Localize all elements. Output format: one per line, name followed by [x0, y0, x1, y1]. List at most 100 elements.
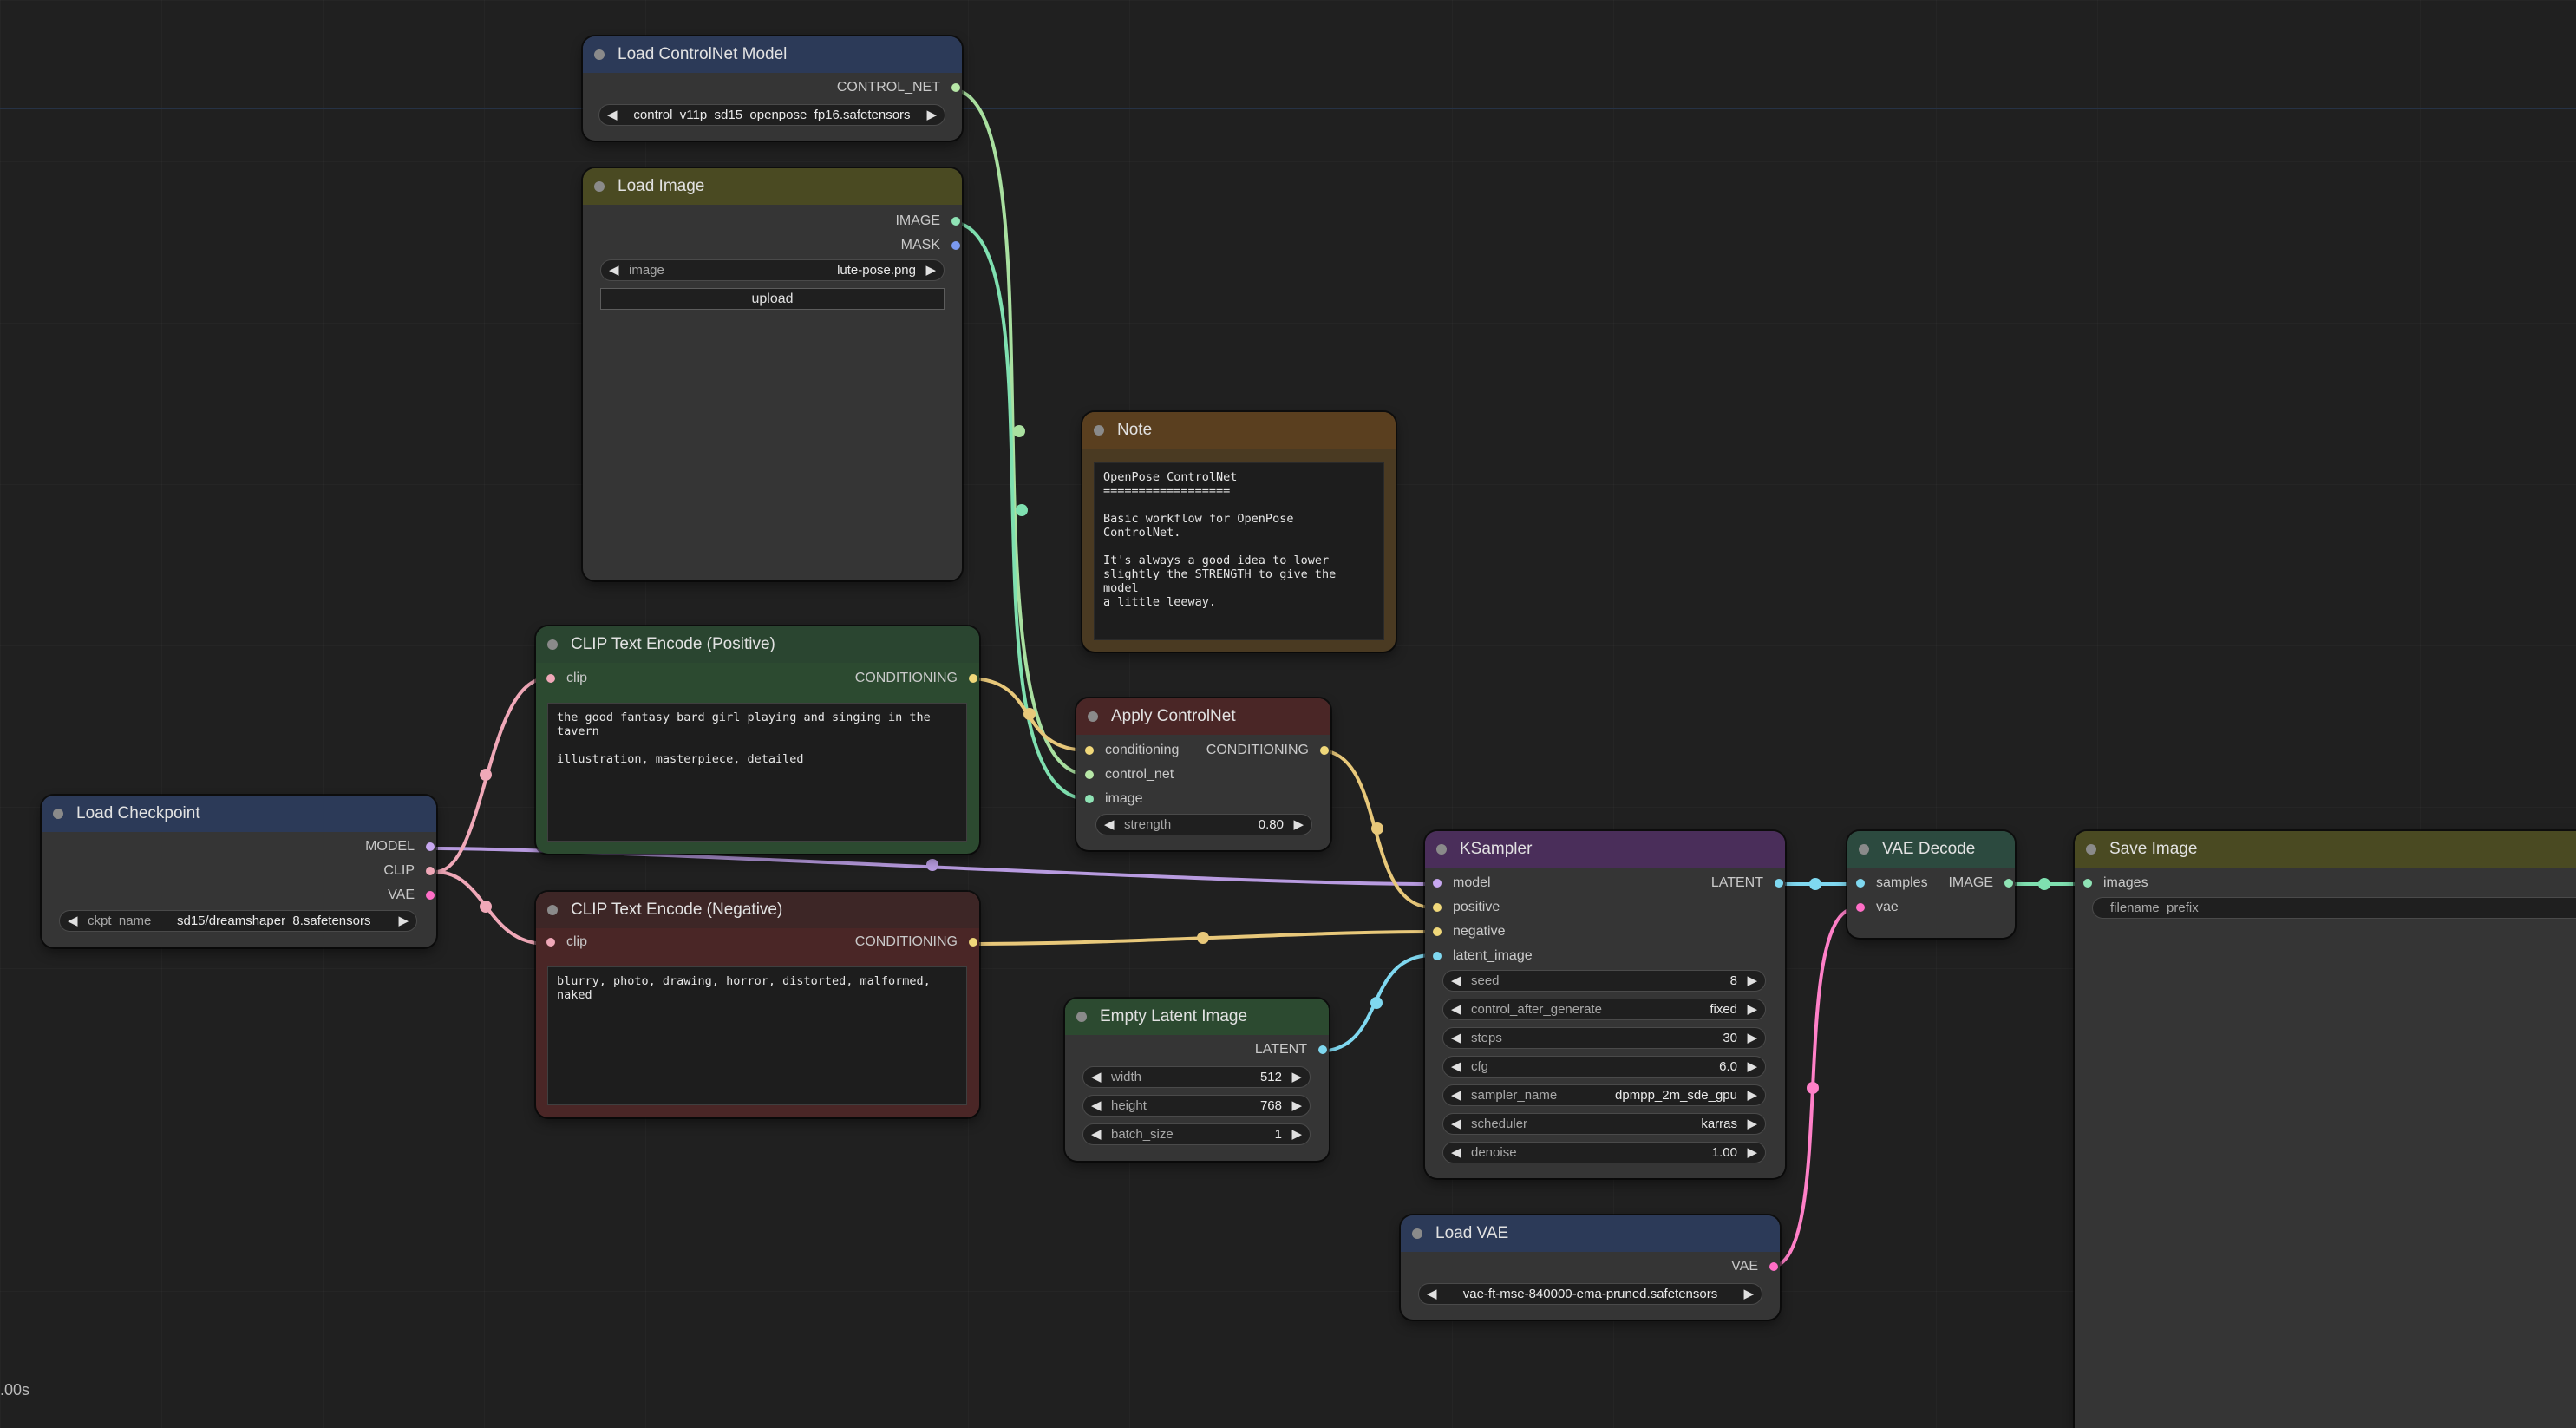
output-latent[interactable]: LATENT — [1255, 1042, 1329, 1058]
collapse-dot[interactable] — [53, 809, 63, 819]
node-load-controlnet[interactable]: Load ControlNet Model CONTROL_NET ◀ cont… — [583, 36, 962, 141]
arrow-left-icon[interactable]: ◀ — [1451, 973, 1461, 988]
height-widget[interactable]: ◀ height 768 ▶ — [1082, 1095, 1311, 1117]
output-latent[interactable]: LATENT — [1711, 875, 1785, 891]
arrow-left-icon[interactable]: ◀ — [1451, 1059, 1461, 1074]
arrow-left-icon[interactable]: ◀ — [609, 263, 619, 278]
output-conditioning[interactable]: CONDITIONING — [855, 934, 979, 950]
output-socket[interactable] — [969, 938, 977, 947]
ckpt-name-widget[interactable]: ◀ ckpt_name sd15/dreamshaper_8.safetenso… — [59, 910, 417, 932]
node-save-image[interactable]: Save Image images filename_prefix — [2075, 831, 2576, 1428]
arrow-left-icon[interactable]: ◀ — [1451, 1145, 1461, 1160]
collapse-dot[interactable] — [1412, 1228, 1422, 1239]
image-select-widget[interactable]: ◀ image lute-pose.png ▶ — [600, 259, 945, 281]
arrow-right-icon[interactable]: ▶ — [1293, 817, 1304, 832]
input-socket[interactable] — [1433, 903, 1442, 912]
node-ksampler[interactable]: KSampler model positive negative latent_… — [1425, 831, 1785, 1178]
input-socket[interactable] — [1433, 952, 1442, 960]
arrow-right-icon[interactable]: ▶ — [1747, 1002, 1757, 1017]
arrow-right-icon[interactable]: ▶ — [1743, 1287, 1754, 1301]
input-socket[interactable] — [1856, 879, 1865, 888]
output-image[interactable]: IMAGE — [1948, 875, 2015, 891]
output-socket[interactable] — [1320, 746, 1329, 755]
arrow-right-icon[interactable]: ▶ — [1747, 1031, 1757, 1045]
seed-widget[interactable]: ◀ seed 8 ▶ — [1442, 970, 1766, 992]
input-control-net[interactable]: control_net — [1083, 767, 1174, 783]
node-title-bar[interactable]: Apply ControlNet — [1076, 698, 1330, 735]
node-title-bar[interactable]: KSampler — [1425, 831, 1785, 868]
collapse-dot[interactable] — [1088, 711, 1098, 722]
node-title-bar[interactable]: Save Image — [2075, 831, 2576, 868]
output-vae[interactable]: VAE — [388, 888, 436, 903]
arrow-right-icon[interactable]: ▶ — [1747, 1088, 1757, 1103]
arrow-left-icon[interactable]: ◀ — [1451, 1002, 1461, 1017]
arrow-right-icon[interactable]: ▶ — [1291, 1127, 1302, 1142]
node-title-bar[interactable]: Load ControlNet Model — [583, 36, 962, 73]
input-model[interactable]: model — [1431, 875, 1491, 891]
filename-prefix-widget[interactable]: filename_prefix — [2092, 897, 2576, 919]
input-samples[interactable]: samples — [1854, 875, 1928, 891]
prompt-text-positive[interactable]: the good fantasy bard girl playing and s… — [547, 703, 967, 842]
input-latent-image[interactable]: latent_image — [1431, 948, 1533, 964]
collapse-dot[interactable] — [1859, 844, 1869, 855]
input-socket[interactable] — [1433, 879, 1442, 888]
output-model[interactable]: MODEL — [365, 839, 436, 855]
node-note[interactable]: Note OpenPose ControlNet ===============… — [1082, 412, 1396, 652]
node-title-bar[interactable]: Load Image — [583, 168, 962, 205]
output-socket[interactable] — [426, 842, 435, 851]
node-load-checkpoint[interactable]: Load Checkpoint MODEL CLIP VAE ◀ ckpt_na… — [42, 796, 436, 947]
collapse-dot[interactable] — [2086, 844, 2096, 855]
output-socket[interactable] — [951, 83, 960, 92]
sampler-name-widget[interactable]: ◀ sampler_name dpmpp_2m_sde_gpu ▶ — [1442, 1084, 1766, 1106]
input-socket[interactable] — [1433, 927, 1442, 936]
upload-button[interactable]: upload — [600, 288, 945, 310]
input-conditioning[interactable]: conditioning — [1083, 743, 1179, 758]
node-load-vae[interactable]: Load VAE VAE ◀ vae-ft-mse-840000-ema-pru… — [1401, 1215, 1780, 1320]
arrow-left-icon[interactable]: ◀ — [1104, 817, 1115, 832]
input-negative[interactable]: negative — [1431, 924, 1506, 940]
output-conditioning[interactable]: CONDITIONING — [1206, 743, 1330, 758]
input-socket[interactable] — [1085, 770, 1094, 779]
node-load-image[interactable]: Load Image IMAGE MASK ◀ image lute-pose.… — [583, 168, 962, 580]
output-conditioning[interactable]: CONDITIONING — [855, 671, 979, 686]
output-socket[interactable] — [969, 674, 977, 683]
node-title-bar[interactable]: Load VAE — [1401, 1215, 1780, 1252]
control-after-generate-widget[interactable]: ◀ control_after_generate fixed ▶ — [1442, 999, 1766, 1020]
arrow-right-icon[interactable]: ▶ — [1291, 1098, 1302, 1113]
width-widget[interactable]: ◀ width 512 ▶ — [1082, 1066, 1311, 1088]
batch-size-widget[interactable]: ◀ batch_size 1 ▶ — [1082, 1123, 1311, 1145]
collapse-dot[interactable] — [547, 639, 558, 650]
node-title-bar[interactable]: CLIP Text Encode (Positive) — [536, 626, 979, 663]
input-images[interactable]: images — [2082, 875, 2148, 891]
arrow-right-icon[interactable]: ▶ — [1747, 973, 1757, 988]
input-vae[interactable]: vae — [1854, 900, 1899, 915]
arrow-right-icon[interactable]: ▶ — [1747, 1117, 1757, 1131]
node-apply-controlnet[interactable]: Apply ControlNet conditioning control_ne… — [1076, 698, 1330, 850]
node-title-bar[interactable]: Load Checkpoint — [42, 796, 436, 832]
arrow-left-icon[interactable]: ◀ — [1451, 1117, 1461, 1131]
arrow-right-icon[interactable]: ▶ — [1747, 1145, 1757, 1160]
controlnet-name-widget[interactable]: ◀ control_v11p_sd15_openpose_fp16.safete… — [598, 104, 945, 126]
node-vae-decode[interactable]: VAE Decode samples vae IMAGE — [1847, 831, 2015, 938]
note-text[interactable]: OpenPose ControlNet ================== B… — [1094, 462, 1384, 640]
arrow-left-icon[interactable]: ◀ — [1427, 1287, 1437, 1301]
node-empty-latent-image[interactable]: Empty Latent Image LATENT ◀ width 512 ▶ … — [1065, 999, 1329, 1161]
output-socket[interactable] — [426, 891, 435, 900]
input-socket[interactable] — [1085, 746, 1094, 755]
node-title-bar[interactable]: CLIP Text Encode (Negative) — [536, 892, 979, 928]
node-title-bar[interactable]: Note — [1082, 412, 1396, 449]
node-clip-text-encode-positive[interactable]: CLIP Text Encode (Positive) clip CONDITI… — [536, 626, 979, 854]
arrow-left-icon[interactable]: ◀ — [607, 108, 618, 122]
arrow-right-icon[interactable]: ▶ — [926, 108, 937, 122]
collapse-dot[interactable] — [1436, 844, 1447, 855]
input-socket[interactable] — [1085, 795, 1094, 803]
input-clip[interactable]: clip — [545, 671, 587, 686]
prompt-text-negative[interactable]: blurry, photo, drawing, horror, distorte… — [547, 966, 967, 1105]
arrow-right-icon[interactable]: ▶ — [398, 914, 409, 928]
output-image[interactable]: IMAGE — [895, 213, 962, 229]
output-vae[interactable]: VAE — [1731, 1259, 1780, 1274]
node-title-bar[interactable]: Empty Latent Image — [1065, 999, 1329, 1035]
output-socket[interactable] — [1318, 1045, 1327, 1054]
output-socket[interactable] — [951, 241, 960, 250]
collapse-dot[interactable] — [1094, 425, 1104, 436]
